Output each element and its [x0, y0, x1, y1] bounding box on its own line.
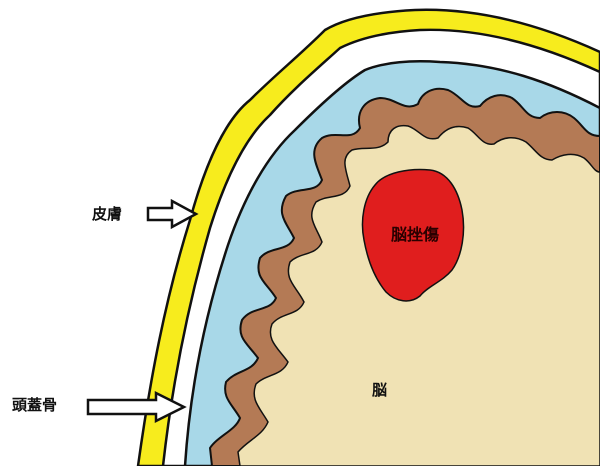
skull-label: 頭蓋骨 — [12, 394, 57, 415]
brain-label: 脳 — [372, 379, 387, 400]
contusion-label: 脳挫傷 — [391, 221, 439, 245]
skin-label: 皮膚 — [92, 203, 122, 224]
